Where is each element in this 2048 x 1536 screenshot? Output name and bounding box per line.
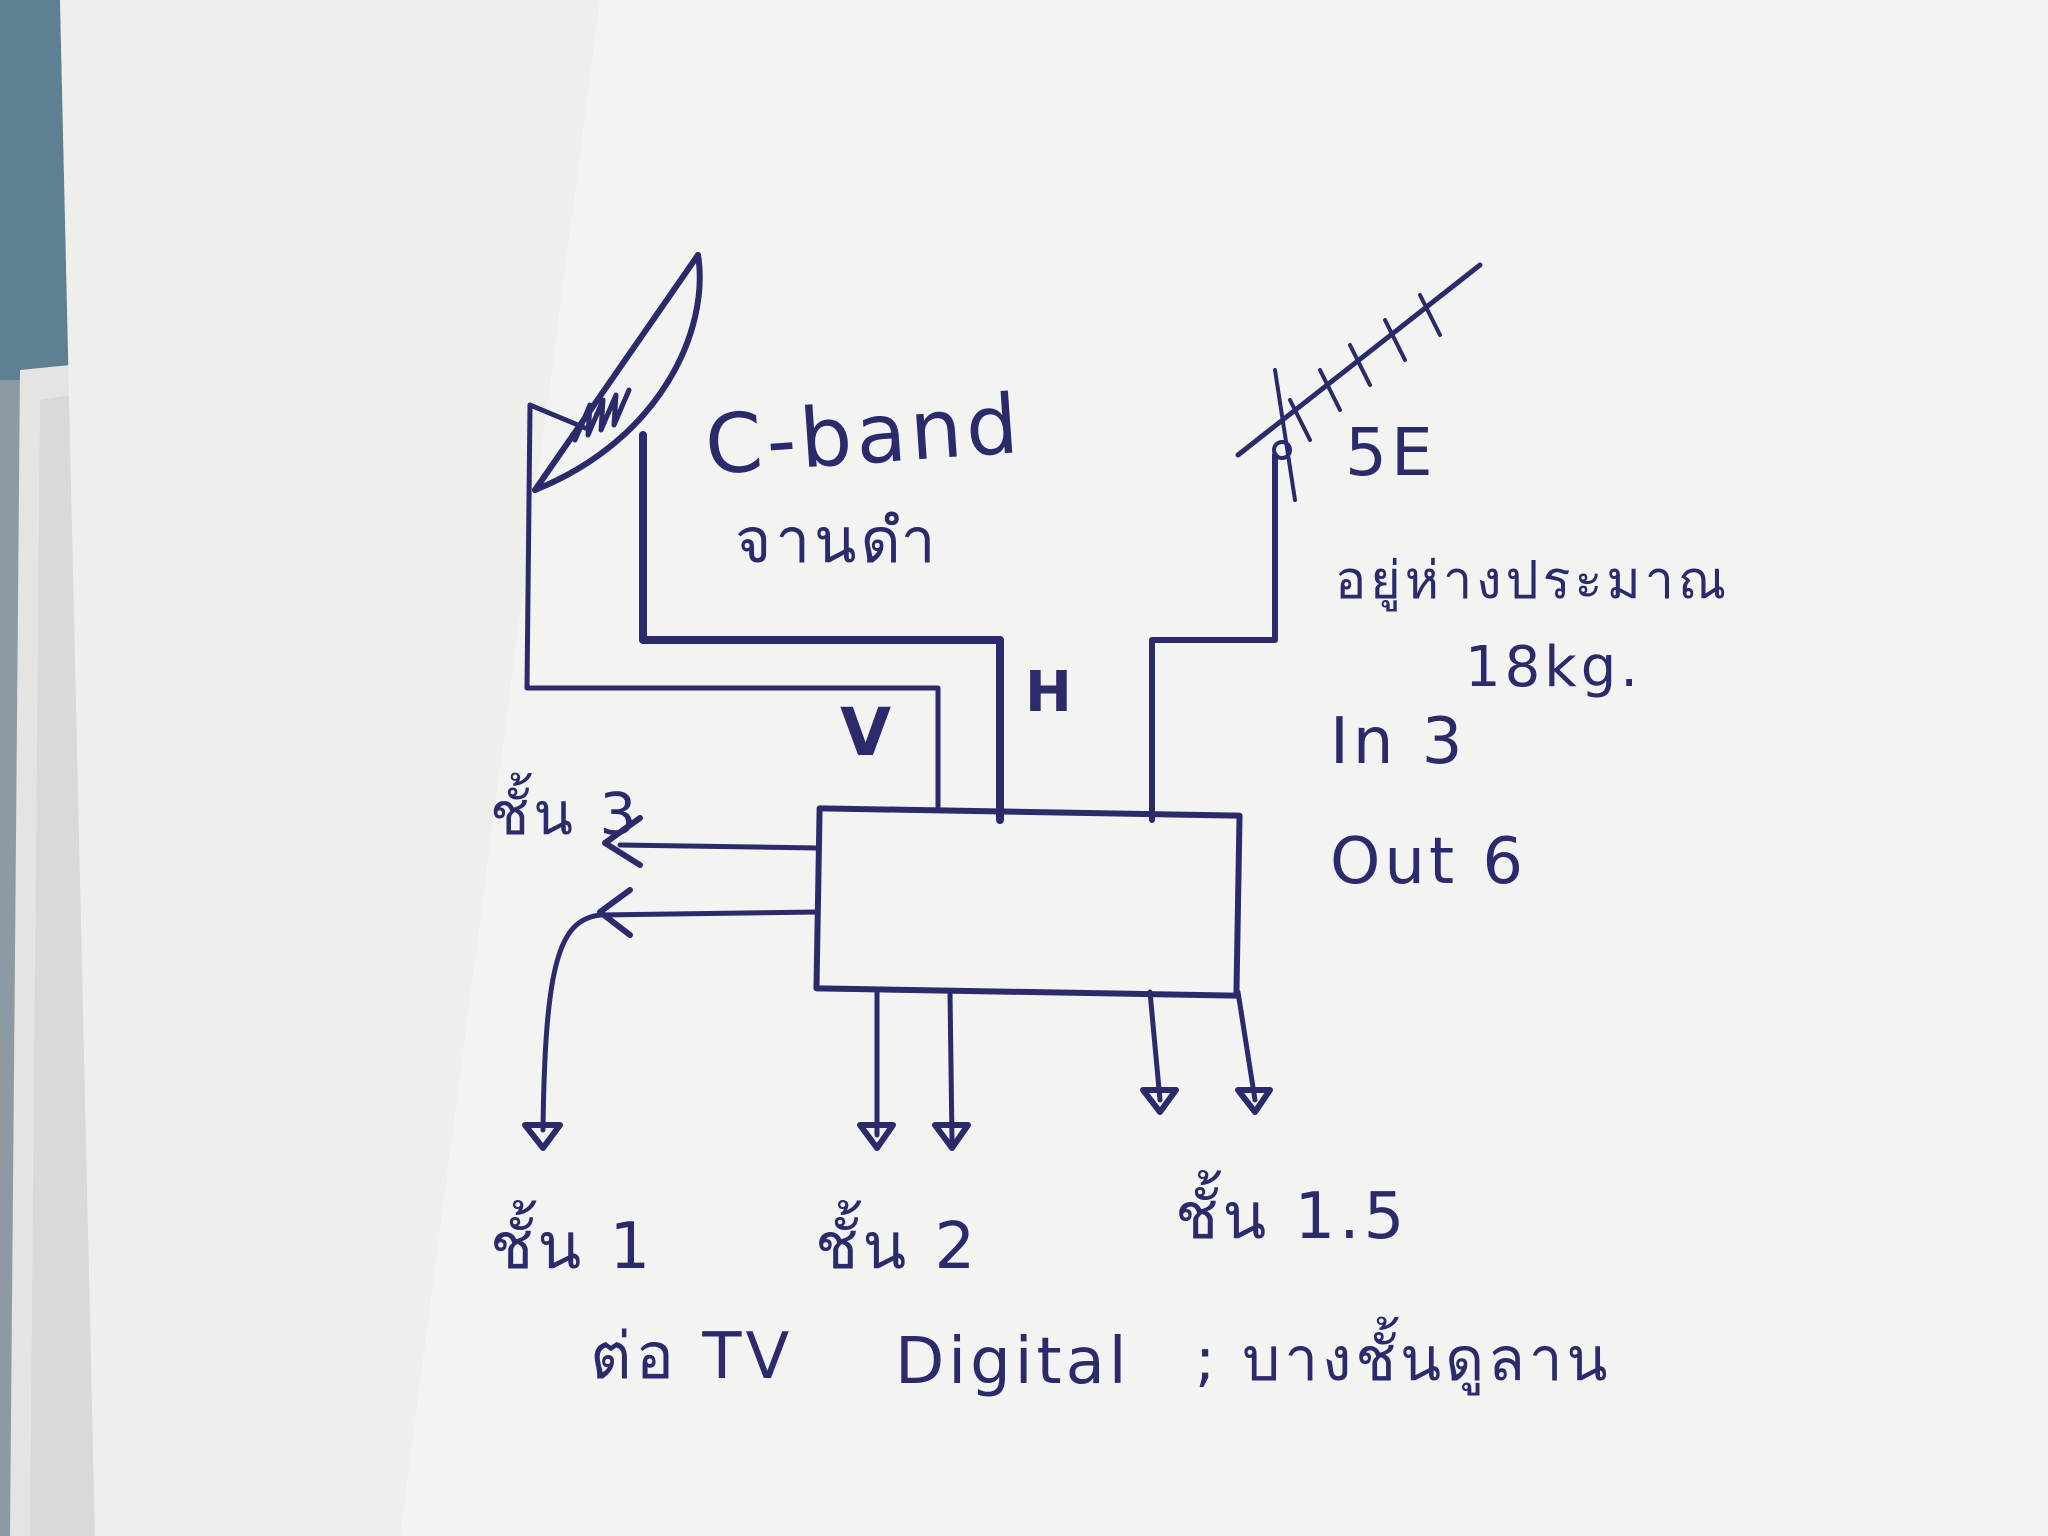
- footer-left-label: ต่อ TV: [590, 1320, 794, 1394]
- dish-cable-h: [639, 431, 1004, 824]
- footer-mid-label: Digital: [895, 1325, 1131, 1399]
- floor-15-label: ชั้น 1.5: [1175, 1180, 1409, 1254]
- multiswitch-box: [813, 805, 1243, 999]
- dish-type-label: จานดำ: [735, 504, 940, 577]
- pol-v-label: V: [840, 694, 896, 771]
- out-floor3-cable: [617, 842, 821, 851]
- floor-3-label: ชั้น 3: [490, 780, 641, 848]
- antenna-location-label: อยู่ห่างประมาณ: [1335, 551, 1731, 611]
- out-floor3-arrow: [602, 815, 643, 868]
- antenna-icon: [1235, 262, 1483, 502]
- in-count-label: In 3: [1330, 705, 1467, 779]
- antenna-model-label: 5E: [1345, 414, 1437, 491]
- out-floor1-arrow-top: [597, 887, 633, 938]
- dish-cable-v: [524, 402, 941, 813]
- floor-2-label: ชั้น 2: [815, 1210, 980, 1284]
- pol-h-label: H: [1025, 660, 1076, 725]
- footer-right-label: ; บางชั้นดูลาน: [1195, 1325, 1612, 1395]
- floor-1-label: ชั้น 1: [490, 1210, 655, 1284]
- out-floor1-cable: [540, 909, 821, 1133]
- out-count-label: Out 6: [1330, 825, 1528, 899]
- satellite-dish-icon: [527, 252, 703, 493]
- dish-band-label: C-band: [702, 377, 1026, 494]
- out-floor1-arrow: [522, 1122, 563, 1151]
- antenna-cable: [1149, 452, 1278, 823]
- antenna-distance-label: 18kg.: [1465, 635, 1643, 700]
